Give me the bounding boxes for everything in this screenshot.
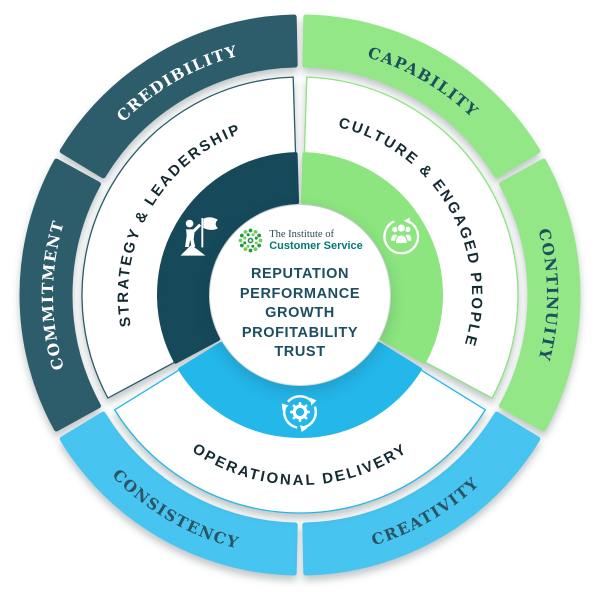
center-circle: The Institute of Customer Service REPUTA… — [210, 205, 390, 385]
segment-operational-delivery: OPERATIONAL DELIVERY — [113, 342, 487, 514]
logo-line2: Customer Service — [269, 240, 363, 252]
center-value: REPUTATION — [250, 266, 350, 282]
outer-segment-continuity: CONTINUITY — [499, 158, 581, 432]
institute-logo: The Institute of Customer Service — [237, 227, 363, 254]
center-value: TRUST — [274, 344, 326, 360]
center-values: REPUTATION PERFORMANCE GROWTH PROFITABILITY… — [240, 265, 360, 363]
institute-logo-icon — [238, 228, 263, 253]
center-value: PERFORMANCE — [239, 285, 361, 302]
outer-segment-commitment: COMMITMENT — [19, 158, 101, 432]
center-value: PROFITABILITY — [241, 324, 359, 341]
segment-culture-engaged-people: CULTURE & ENGAGED PEOPLE — [300, 76, 519, 399]
segment-strategy-leadership: STRATEGY & LEADERSHIP — [81, 76, 300, 399]
logo-line1: The Institute of — [269, 229, 334, 240]
center-value: GROWTH — [265, 305, 335, 321]
